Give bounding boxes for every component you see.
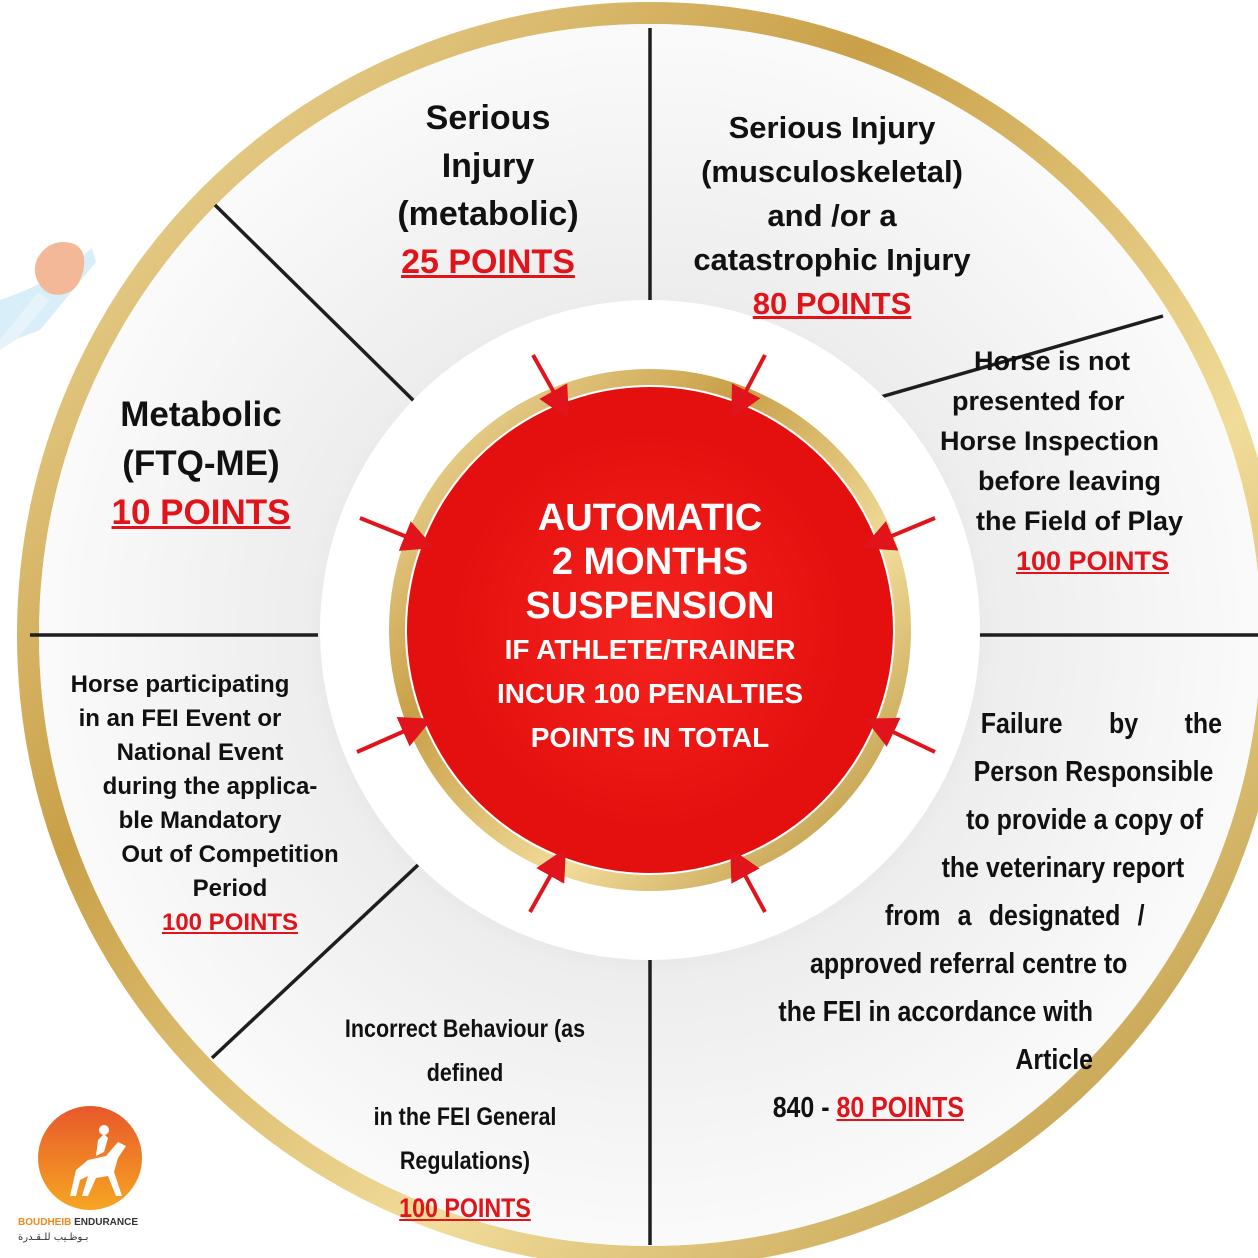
segment-vet-line-1: Failure by the [980, 708, 1222, 740]
segment-musculoskeletal: Serious Injury (musculoskeletal) and /or… [672, 106, 992, 326]
center-line-2: 2 MONTHS [551, 541, 749, 583]
segment-vet-line-7: the FEI in accordance with Article [778, 996, 1093, 1076]
center-line-6: POINTS IN TOTAL [530, 722, 770, 753]
segment-vet-line-3: to provide a copy of [966, 804, 1204, 836]
segment-ftq-me: Metabolic (FTQ-ME) 10 POINTS [86, 390, 316, 537]
segment-not-presented-line-4: before leaving [978, 466, 1162, 496]
center-line-5: INCUR 100 PENALTIES [497, 678, 803, 709]
arrow-bottom-right [730, 847, 767, 913]
segment-ooc-line-5: ble Mandatory [118, 807, 282, 834]
segment-ooc-points: 100 POINTS [161, 909, 299, 936]
center-line-3: SUSPENSION [525, 585, 775, 627]
segment-vet-article-number: 840 - [772, 1092, 837, 1124]
segment-ftq-me-line-1: Metabolic [120, 395, 282, 434]
segment-ooc-line-3: National Event [116, 739, 284, 766]
segment-vet-line-4: the veterinary report [941, 852, 1185, 884]
arrow-top-right [731, 354, 767, 420]
segment-out-of-competition: Horse participating in an FEI Event or N… [50, 668, 380, 940]
segment-vet-line-8: 840 - 80 POINTS [740, 1084, 1222, 1132]
segment-vet-line-6: approved referral centre to [809, 948, 1128, 980]
center-red-circle [407, 387, 893, 873]
arrow-top-left [531, 354, 569, 419]
segment-incorrect-line-1: Incorrect Behaviour (as defined [344, 1015, 586, 1087]
arrow-left-lower [356, 717, 433, 754]
segment-metabolic-injury-line-3: (metabolic) [397, 195, 579, 233]
segment-ooc-line-6: Out of Competition [121, 841, 339, 868]
segment-not-presented-line-3: Horse Inspection [940, 426, 1160, 456]
arrow-bottom-left [528, 848, 566, 913]
segment-musculoskeletal-line-3: and /or a [767, 198, 897, 233]
logo-name: BOUDHEIB ENDURANCE [18, 1217, 168, 1228]
segment-musculoskeletal-line-4: catastrophic Injury [693, 242, 971, 277]
segment-not-presented-line-2: presented for [952, 386, 1125, 416]
center-suspension-text: AUTOMATIC 2 MONTHS SUSPENSION IF ATHLETE… [450, 496, 850, 760]
segment-metabolic-injury: Serious Injury (metabolic) 25 POINTS [368, 94, 608, 286]
segment-incorrect-behaviour: Incorrect Behaviour (as defined in the F… [290, 1007, 640, 1233]
segment-ftq-me-points: 10 POINTS [111, 493, 291, 532]
arrow-right-lower [864, 717, 936, 754]
segment-not-presented-points: 100 POINTS [1016, 546, 1170, 576]
segment-metabolic-injury-line-1: Serious [425, 99, 551, 137]
logo-name-part-1: BOUDHEIB [18, 1217, 72, 1228]
segment-metabolic-injury-line-2: Injury [441, 147, 535, 185]
segment-not-presented: Horse is not presented for Horse Inspect… [930, 341, 1200, 581]
center-line-4: IF ATHLETE/TRAINER [504, 634, 796, 665]
arrow-right-upper [862, 516, 936, 551]
segment-ooc-line-4: during the applica- [102, 773, 318, 800]
logo-arabic-name: بـوظـيب للـقـدرة [18, 1232, 89, 1243]
segment-musculoskeletal-line-2: (musculoskeletal) [701, 154, 963, 189]
segment-vet-line-5: from a designated / [884, 900, 1145, 932]
center-line-1: AUTOMATIC [537, 497, 763, 539]
segment-vet-report: Failure by the Person Responsible to pro… [662, 700, 1222, 1132]
segment-ooc-line-1: Horse participating [70, 671, 290, 698]
segment-ftq-me-line-2: (FTQ-ME) [122, 444, 280, 483]
segment-musculoskeletal-points: 80 POINTS [752, 286, 912, 321]
segment-incorrect-line-2: in the FEI General Regulations) [373, 1103, 557, 1175]
segment-incorrect-points: 100 POINTS [399, 1193, 531, 1223]
segment-vet-points: 80 POINTS [836, 1092, 964, 1124]
segment-vet-line-2: Person Responsible [973, 756, 1214, 788]
horse-rider-logo-icon [38, 1106, 142, 1210]
arrow-left-upper [359, 516, 435, 551]
arrows [356, 354, 936, 913]
segment-musculoskeletal-line-1: Serious Injury [728, 110, 936, 145]
segment-dividers [30, 28, 1258, 1245]
segment-metabolic-injury-points: 25 POINTS [401, 243, 575, 281]
segment-not-presented-line-1: Horse is not [974, 346, 1131, 376]
hand-graphic [0, 242, 96, 350]
segment-not-presented-line-5: the Field of Play [976, 506, 1184, 536]
boudheib-endurance-logo: BOUDHEIB ENDURANCE بـوظـيب للـقـدرة [18, 1100, 168, 1250]
segment-ooc-line-2: in an FEI Event or [78, 705, 282, 732]
logo-name-part-2: ENDURANCE [71, 1217, 139, 1228]
segment-ooc-line-7: Period [192, 875, 268, 902]
outer-gold-ring [17, 2, 1258, 1258]
